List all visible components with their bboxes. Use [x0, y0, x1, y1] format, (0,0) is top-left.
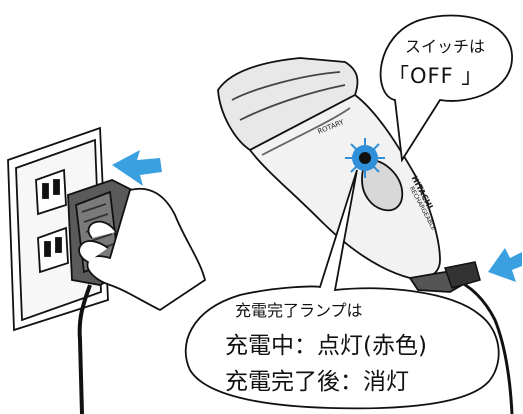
- adapter-cable: [77, 284, 92, 414]
- shaver-cable: [454, 278, 514, 414]
- plug-in-arrow-right: [488, 248, 522, 282]
- hand: [78, 187, 207, 312]
- charge-lamp: [345, 138, 385, 178]
- lamp-callout-complete: 充電完了後：消灯: [225, 369, 409, 395]
- plug-in-arrow: [112, 150, 162, 186]
- switch-callout-title: スイッチは: [405, 37, 486, 56]
- switch-callout: [379, 14, 513, 163]
- shaver-cable-plug: [444, 261, 481, 289]
- lamp-callout-title: 充電完了ランプは: [235, 301, 363, 320]
- lamp-callout: [184, 169, 500, 410]
- switch-callout-value: 「OFF 」: [388, 64, 484, 88]
- lamp-callout-charging: 充電中：点灯(赤色): [225, 333, 427, 359]
- shaver: [217, 57, 463, 293]
